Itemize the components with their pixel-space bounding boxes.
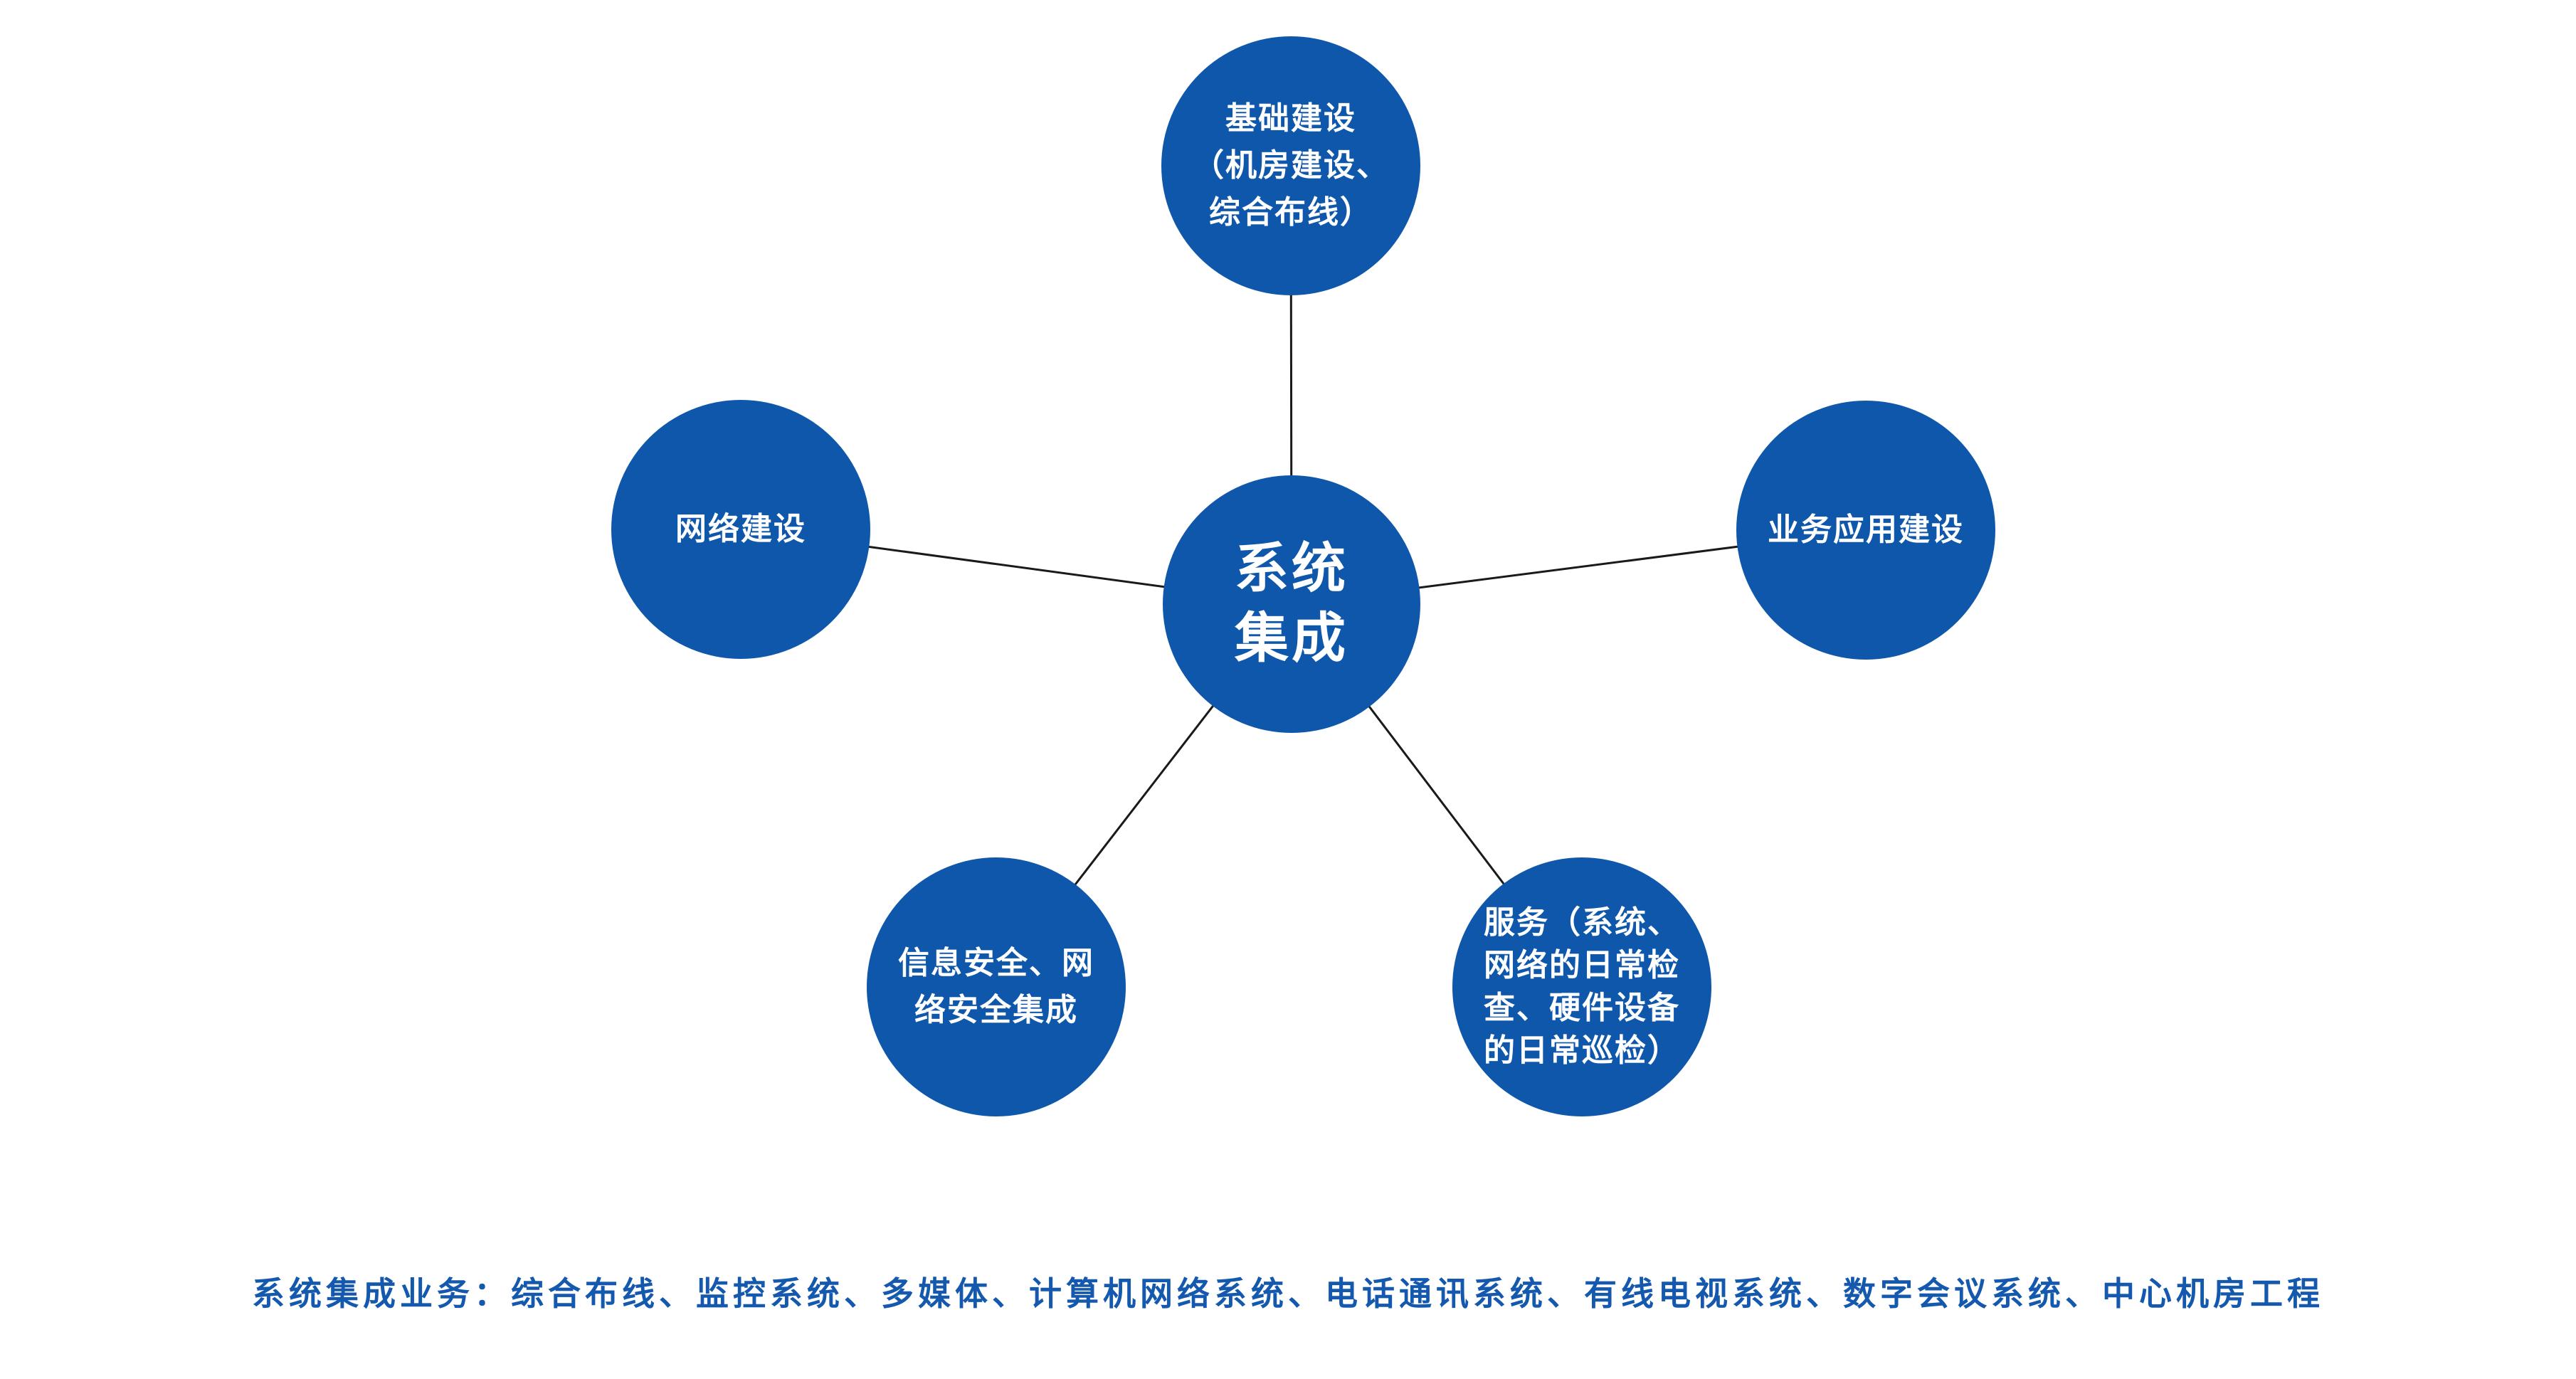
node-label-line: 集成: [1235, 608, 1348, 669]
node-label-line: 网络的日常检: [1484, 948, 1680, 983]
node-business-application-label: 业务应用建设: [1768, 507, 1964, 554]
node-label-line: 服务（系统、: [1484, 905, 1680, 940]
node-label-line: （机房建设、: [1193, 148, 1389, 183]
node-label-line: 信息安全、网: [898, 946, 1094, 981]
business-scope-caption: 系统集成业务：综合布线、监控系统、多媒体、计算机网络系统、电话通讯系统、有线电视…: [252, 1275, 2324, 1312]
node-label-line: 的日常巡检）: [1484, 1033, 1680, 1068]
node-business-application: 业务应用建设: [1736, 401, 1995, 660]
node-label-line: 基础建设: [1225, 101, 1356, 136]
node-label-line: 网络建设: [675, 512, 806, 546]
node-information-security-label: 信息安全、网 络安全集成: [898, 940, 1094, 1034]
node-services: 服务（系统、 网络的日常检 查、硬件设备 的日常巡检）: [1452, 857, 1711, 1116]
node-label-line: 系统: [1235, 539, 1348, 599]
node-label-line: 业务应用建设: [1768, 512, 1964, 547]
node-network-construction-label: 网络建设: [675, 506, 806, 553]
node-infrastructure-label: 基础建设 （机房建设、 综合布线）: [1193, 95, 1389, 236]
node-information-security: 信息安全、网 络安全集成: [867, 857, 1126, 1116]
node-infrastructure: 基础建设 （机房建设、 综合布线）: [1161, 36, 1420, 295]
node-system-integration-center: 系统 集成: [1163, 475, 1420, 733]
node-network-construction: 网络建设: [611, 400, 870, 659]
node-services-label: 服务（系统、 网络的日常检 查、硬件设备 的日常巡检）: [1484, 902, 1680, 1072]
node-label-line: 络安全集成: [914, 993, 1078, 1027]
node-label-line: 综合布线）: [1209, 195, 1373, 230]
node-label-line: 查、硬件设备: [1484, 990, 1680, 1025]
node-system-integration-label: 系统 集成: [1235, 534, 1348, 674]
